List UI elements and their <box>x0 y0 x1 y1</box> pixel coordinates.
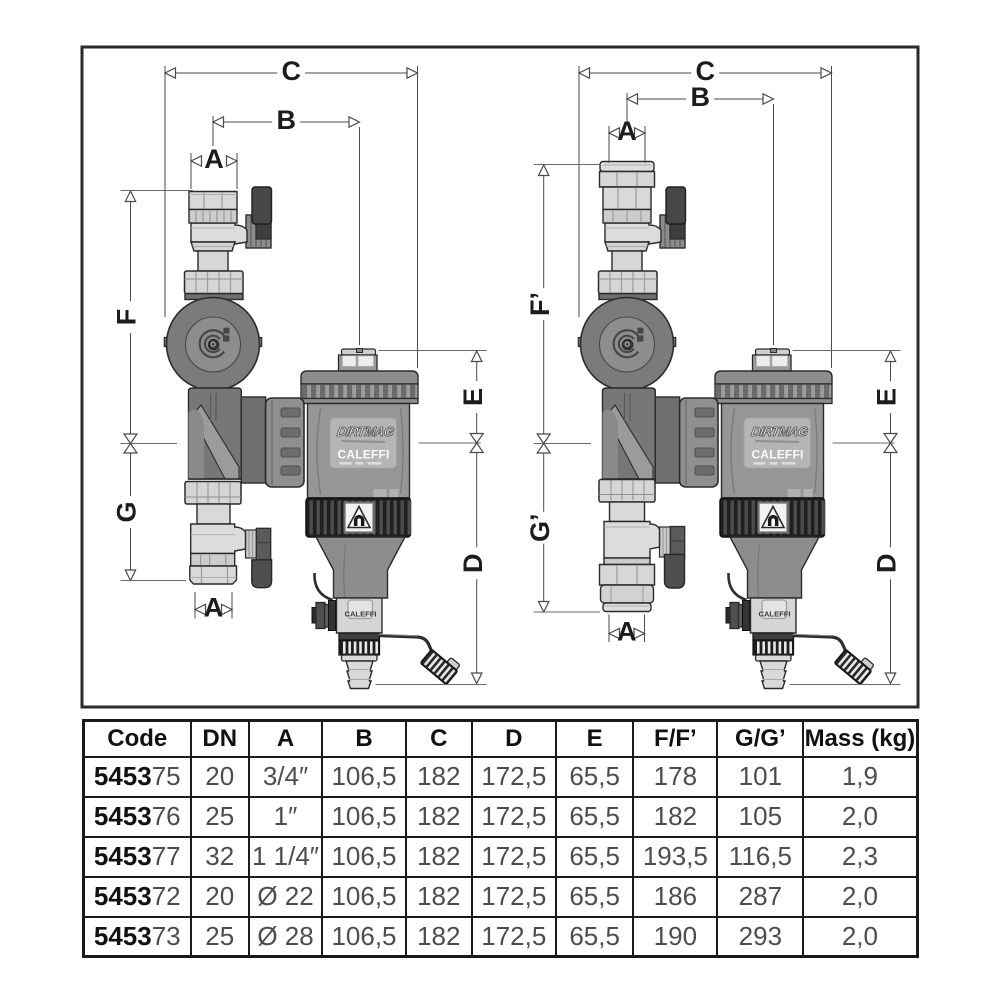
svg-text:A: A <box>617 116 637 146</box>
svg-text:A: A <box>204 593 224 623</box>
svg-text:DIRTMAG: DIRTMAG <box>750 424 809 439</box>
svg-text:CALEFFI: CALEFFI <box>344 610 376 619</box>
svg-text:F: F <box>112 309 142 326</box>
svg-text:B: B <box>691 82 711 112</box>
svg-text:C: C <box>696 56 716 86</box>
svg-text:F’: F’ <box>525 292 555 316</box>
svg-text:CALEFFI: CALEFFI <box>337 448 389 462</box>
svg-text:G’: G’ <box>525 513 555 542</box>
svg-text:E: E <box>872 388 902 406</box>
svg-text:B: B <box>277 105 297 135</box>
svg-text:D: D <box>458 554 488 574</box>
svg-text:G: G <box>112 501 142 522</box>
svg-text:C: C <box>282 56 302 86</box>
svg-text:A: A <box>617 617 637 647</box>
svg-text:D: D <box>872 554 902 574</box>
svg-text:DIRTMAG: DIRTMAG <box>336 424 395 439</box>
svg-text:A: A <box>204 144 224 174</box>
svg-text:E: E <box>458 388 488 406</box>
svg-text:CALEFFI: CALEFFI <box>751 448 803 462</box>
svg-text:CALEFFI: CALEFFI <box>758 610 790 619</box>
